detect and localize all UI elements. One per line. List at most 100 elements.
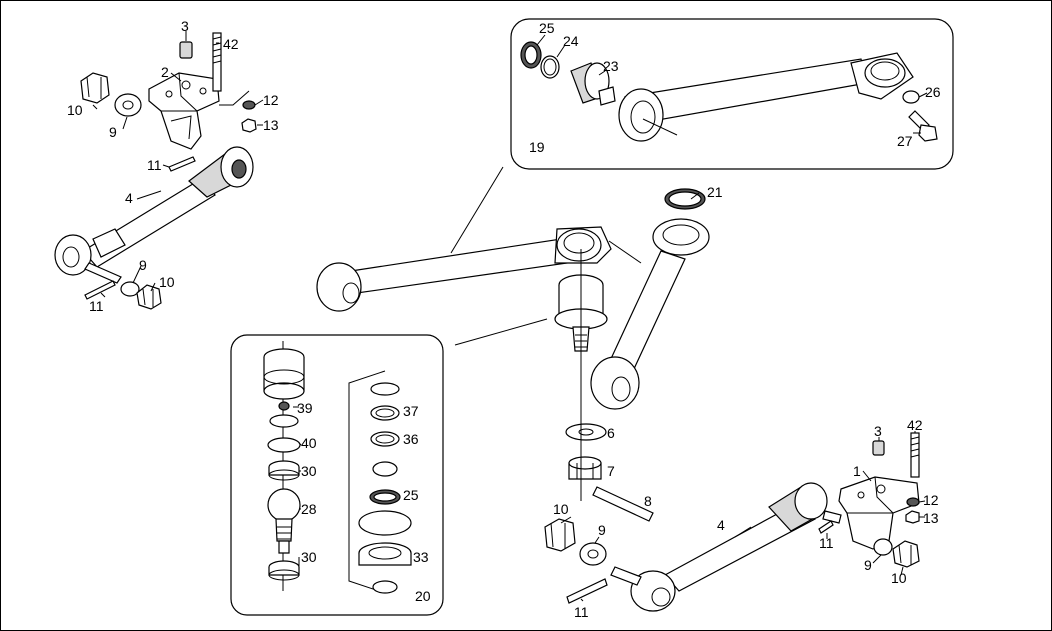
castle-nut-part-10-lower: [136, 284, 162, 310]
sleeve-part-3-lower: [872, 440, 885, 456]
callout-10-ul: 10: [67, 102, 83, 118]
cotter-pin-part-8: [592, 486, 654, 522]
bracket-part-1: [838, 476, 920, 550]
callout-25-top: 25: [539, 20, 555, 36]
callout-9-lr-right: 9: [864, 557, 872, 573]
nut-part-13: [241, 118, 257, 133]
bottom-box-left-column: [263, 341, 305, 591]
callout-6: 6: [607, 425, 615, 441]
castle-nut-part-7: [568, 456, 602, 480]
stud-part-42-lower: [910, 432, 920, 478]
detail-box-top: [510, 18, 954, 170]
callout-9-ul-lower: 9: [139, 257, 147, 273]
sleeve-part-3: [179, 41, 193, 59]
bolt-part-11-lower: [84, 280, 116, 300]
callout-11-ul-lower: 11: [89, 298, 104, 314]
ball-joint-part-23: [570, 62, 616, 106]
seat-part-30-lower: [268, 560, 300, 581]
callout-7: 7: [607, 463, 615, 479]
circlip-part-21: [664, 188, 706, 210]
callout-9-lr-left: 9: [598, 522, 606, 538]
ring-part-24: [540, 55, 560, 79]
bolt-part-27: [908, 110, 938, 142]
top-box-assembly: [520, 34, 938, 142]
callout-labels: 3 42 2 10 9 12 13 11 4 9 10 11 25 24 23 …: [67, 18, 941, 620]
callout-11-lr-left: 11: [574, 604, 589, 620]
ring-part-37: [370, 405, 400, 421]
ball-pin-part-28: [267, 488, 301, 554]
callout-3-ul: 3: [181, 18, 189, 34]
center-assembly: [316, 188, 710, 522]
leader-top-box: [450, 166, 504, 254]
top-arm: [618, 52, 914, 142]
stud-part-42: [212, 32, 222, 92]
callout-10-lr-right: 10: [891, 570, 907, 586]
callout-13-ul: 13: [263, 117, 279, 133]
callout-25-bottom: 25: [403, 487, 419, 503]
callout-42-ul: 42: [223, 36, 239, 52]
ring-top: [370, 382, 400, 396]
callout-24: 24: [563, 33, 579, 49]
detail-box-bottom: [230, 334, 444, 616]
washer-part-9-lower: [120, 281, 140, 297]
seat-part-30-upper: [268, 460, 300, 481]
bottom-box-right-column: [348, 370, 412, 594]
washer-part-9-left: [579, 542, 607, 566]
callout-10-lr-left: 10: [553, 501, 569, 517]
washer-part-9: [114, 93, 142, 117]
center-arm-down: [590, 218, 710, 410]
upper-left-assembly: [54, 31, 264, 310]
bushing-cup: [263, 348, 305, 400]
bracket-part-2: [148, 72, 220, 150]
castle-nut-part-10-left: [544, 518, 576, 552]
callout-21: 21: [707, 184, 723, 200]
callout-4-lr: 4: [717, 517, 725, 533]
castle-nut-part-10-right: [892, 540, 920, 568]
callout-30-lower: 30: [301, 549, 317, 565]
washer-part-6: [565, 423, 607, 441]
callout-1: 1: [853, 463, 861, 479]
callout-20: 20: [415, 588, 431, 604]
callout-33: 33: [413, 549, 429, 565]
callout-42-lr: 42: [907, 417, 923, 433]
spring-part-39: [278, 401, 290, 411]
callout-23: 23: [603, 58, 619, 74]
callout-3-lr: 3: [874, 423, 882, 439]
callout-10-ul-lower: 10: [159, 274, 175, 290]
callout-11-ul: 11: [147, 157, 162, 173]
callout-2: 2: [161, 64, 169, 80]
bolt-part-11-left: [566, 578, 608, 604]
callout-13-lr: 13: [923, 510, 939, 526]
washer-part-12-lower: [906, 497, 920, 507]
callout-19: 19: [529, 139, 545, 155]
center-arm-left: [350, 238, 568, 294]
leader-bottom-box: [454, 318, 548, 346]
lower-right-assembly: [544, 431, 926, 612]
callout-40: 40: [301, 435, 317, 451]
rod-part-4: [54, 146, 254, 284]
bolt-part-11-right: [818, 520, 834, 534]
ring-mid: [372, 461, 398, 477]
callout-39: 39: [297, 400, 313, 416]
callout-26: 26: [925, 84, 941, 100]
bolt-part-11: [168, 156, 196, 172]
circlip-part-25-lower: [369, 489, 401, 505]
callout-28: 28: [301, 501, 317, 517]
ring-part-40: [267, 437, 301, 453]
ring-part-36: [370, 431, 400, 447]
callout-37: 37: [403, 403, 419, 419]
rod-part-4-lower: [610, 482, 842, 612]
callout-27: 27: [897, 133, 913, 149]
washer-part-26: [902, 90, 920, 104]
callout-12-ul: 12: [263, 92, 279, 108]
disc-plate: [358, 510, 412, 536]
callout-4-ul: 4: [125, 190, 133, 206]
washer-part-12: [242, 100, 256, 110]
washer-part-9-right: [873, 538, 893, 556]
castle-nut-part-10: [80, 72, 110, 104]
ring-small: [269, 414, 299, 428]
circlip-part-25: [520, 41, 542, 69]
callout-9-ul: 9: [109, 124, 117, 140]
